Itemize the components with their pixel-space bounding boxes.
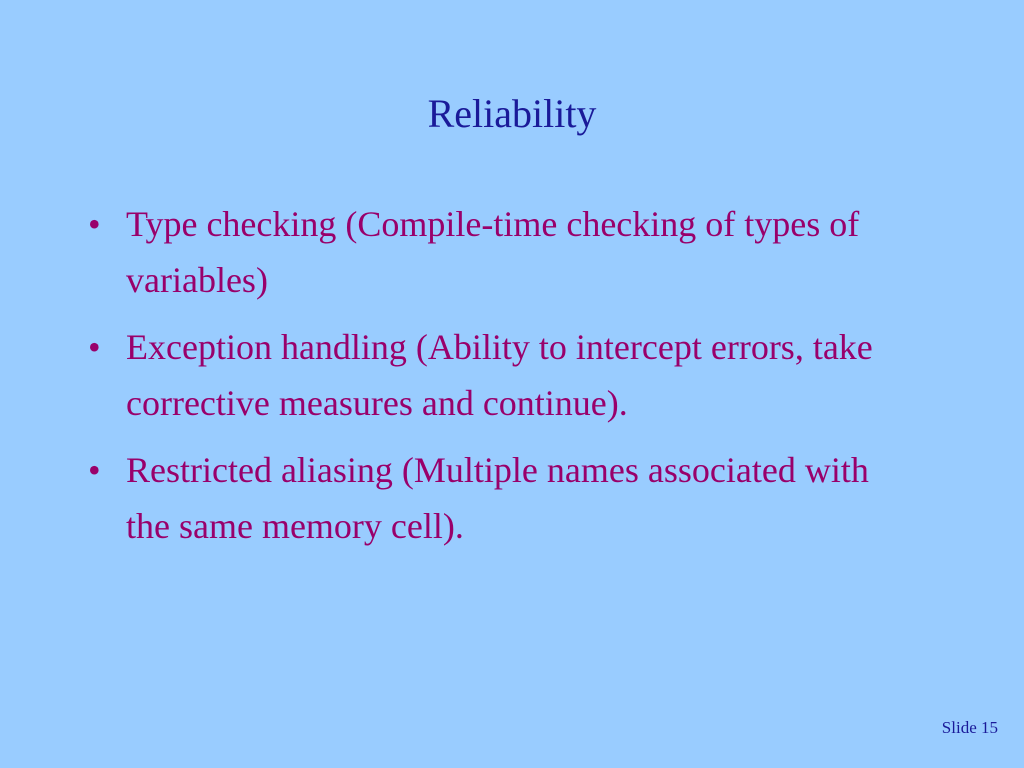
bullet-dot-icon: • (88, 327, 101, 367)
bullet-dot-icon: • (88, 204, 101, 244)
slide-title: Reliability (427, 91, 597, 136)
slide-number: Slide 15 (941, 718, 998, 737)
bullet-item: • Exception handling (Ability to interce… (86, 319, 916, 431)
bullet-item: • Restricted aliasing (Multiple names as… (86, 442, 916, 554)
bullet-list: • Type checking (Compile-time checking o… (86, 196, 916, 565)
bullet-text: Restricted aliasing (Multiple names asso… (126, 450, 869, 546)
bullet-text: Type checking (Compile-time checking of … (126, 204, 860, 300)
bullet-dot-icon: • (88, 450, 101, 490)
bullet-item: • Type checking (Compile-time checking o… (86, 196, 916, 308)
bullet-text: Exception handling (Ability to intercept… (126, 327, 873, 423)
